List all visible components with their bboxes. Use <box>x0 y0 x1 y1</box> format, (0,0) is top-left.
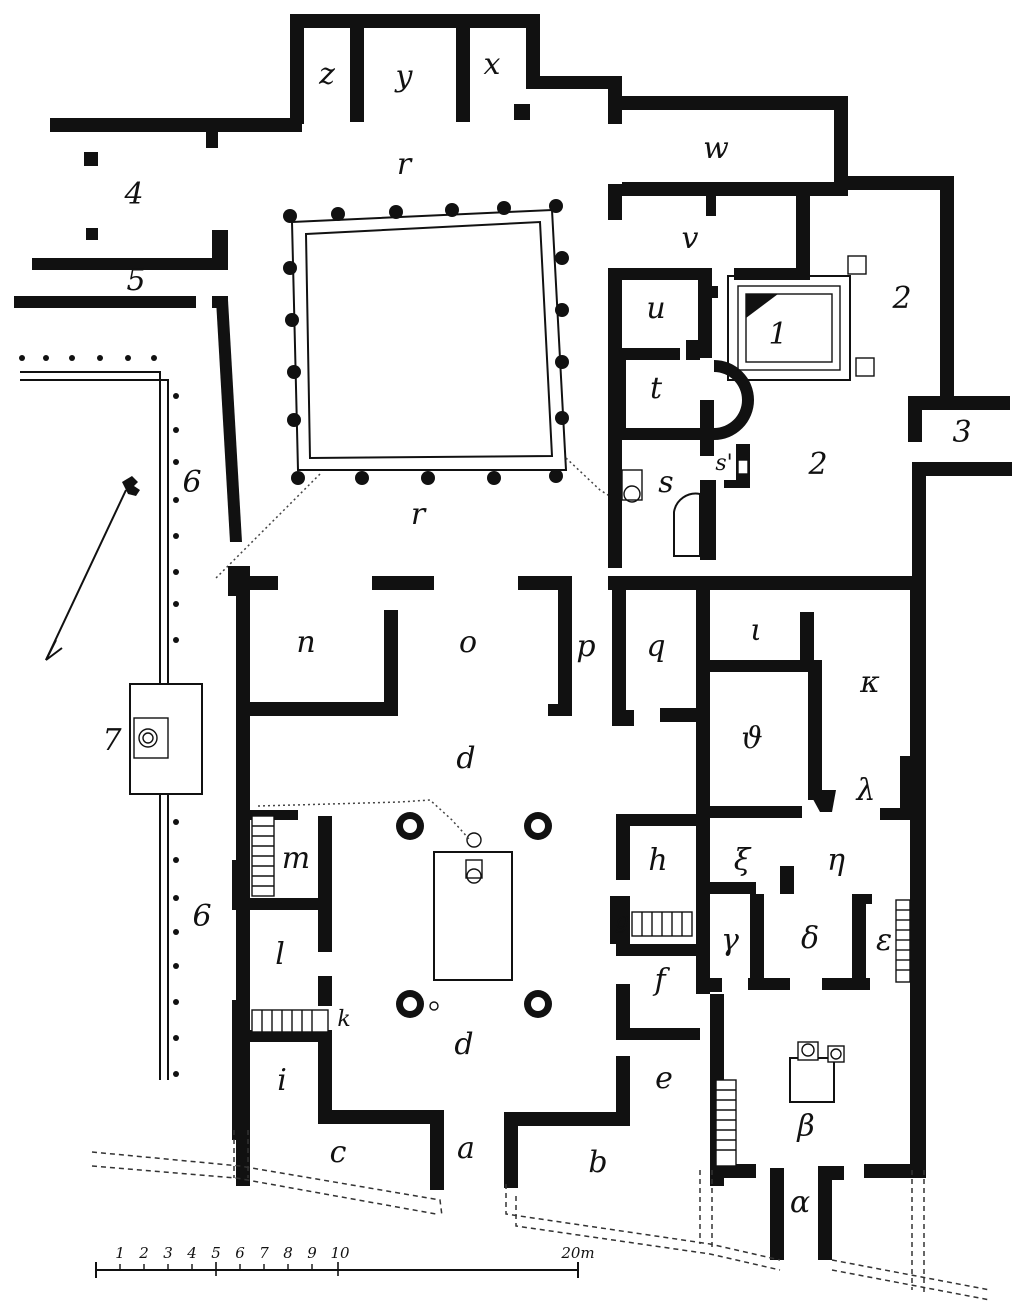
main-house-walls <box>228 566 710 1190</box>
label-3: 3 <box>952 415 971 450</box>
scale-tick-3: 3 <box>163 1244 173 1262</box>
label-5: 5 <box>126 263 145 298</box>
north-arrow-icon <box>45 476 140 661</box>
staircase-m <box>251 815 275 897</box>
staircase-beta <box>715 1079 737 1167</box>
scale-tick-6: 6 <box>235 1244 245 1262</box>
label-t: t <box>650 371 663 406</box>
street-colonnade <box>19 355 203 1080</box>
scale-tick-9: 9 <box>307 1244 317 1262</box>
room-1-basin <box>621 255 875 557</box>
label-c: c <box>330 1135 347 1170</box>
label-s-prime: s' <box>715 451 732 476</box>
label-gamma: γ <box>721 923 739 958</box>
scale-tick-5: 5 <box>211 1244 221 1262</box>
label-d-bottom: d <box>454 1027 473 1062</box>
label-2a: 2 <box>891 281 911 316</box>
main-house-features <box>251 799 693 1033</box>
label-theta: ϑ <box>741 721 762 756</box>
peristyle <box>215 199 617 579</box>
label-eta: η <box>827 843 845 878</box>
label-e: e <box>655 1061 673 1096</box>
scale-bar: 1 2 3 4 5 6 7 8 9 10 20m <box>95 1244 595 1278</box>
label-s: s <box>658 465 673 500</box>
label-m: m <box>282 841 310 876</box>
label-i: i <box>277 1063 287 1098</box>
label-alpha: α <box>790 1185 810 1220</box>
label-a: a <box>457 1131 475 1166</box>
label-d-top: d <box>456 741 475 776</box>
scale-tick-7: 7 <box>259 1244 269 1262</box>
north-walls <box>50 14 848 196</box>
label-h: h <box>648 843 667 878</box>
label-2b: 2 <box>807 447 827 482</box>
scale-end-label: 20m <box>560 1244 594 1262</box>
west-walls <box>14 152 242 542</box>
label-r-bottom: r <box>411 497 427 532</box>
label-p: p <box>576 629 595 664</box>
label-lambda: λ <box>855 773 875 808</box>
label-r-top: r <box>397 147 413 182</box>
label-b: b <box>588 1145 607 1180</box>
staircase-g <box>631 911 693 937</box>
room-labels: z y x w r v u t s s' 1 2 2 3 4 5 6 6 7 r… <box>102 47 971 1220</box>
label-v: v <box>682 221 699 256</box>
peristyle-columns <box>283 199 569 485</box>
label-x: x <box>484 47 501 82</box>
east-house-features <box>715 899 911 1167</box>
label-k: k <box>337 1007 350 1032</box>
atrium-impluvium <box>396 812 552 1018</box>
label-4: 4 <box>123 177 143 212</box>
label-o: o <box>459 625 477 660</box>
label-beta: β <box>796 1109 814 1144</box>
scale-tick-4: 4 <box>186 1244 197 1262</box>
label-6a: 6 <box>182 465 201 500</box>
label-kappa: κ <box>859 665 880 700</box>
street-front <box>91 1130 991 1301</box>
label-6b: 6 <box>192 899 211 934</box>
staircase-k <box>251 1009 329 1033</box>
scale-tick-1: 1 <box>115 1244 125 1262</box>
east-house-walls <box>710 580 926 1260</box>
label-z: z <box>318 57 335 92</box>
label-w: w <box>703 131 729 166</box>
scale-tick-8: 8 <box>283 1244 293 1262</box>
label-q: q <box>646 629 665 664</box>
label-7: 7 <box>102 723 122 758</box>
label-xi: ξ <box>734 843 752 878</box>
label-y: y <box>394 59 414 94</box>
label-epsilon: ε <box>876 923 892 958</box>
scale-tick-2: 2 <box>138 1244 149 1262</box>
scale-tick-10: 10 <box>330 1244 350 1262</box>
east-upper-walls <box>608 176 1012 590</box>
street-columns <box>19 355 179 1077</box>
label-l: l <box>275 937 285 972</box>
label-n: n <box>296 625 315 660</box>
label-f: f <box>652 963 670 998</box>
label-1: 1 <box>768 317 787 352</box>
kitchen-hearth <box>789 1041 845 1103</box>
label-g: g <box>615 909 629 934</box>
staircase-epsilon <box>895 899 911 983</box>
label-delta: δ <box>801 921 819 956</box>
label-u: u <box>646 291 665 326</box>
label-iota: ι <box>750 613 762 648</box>
